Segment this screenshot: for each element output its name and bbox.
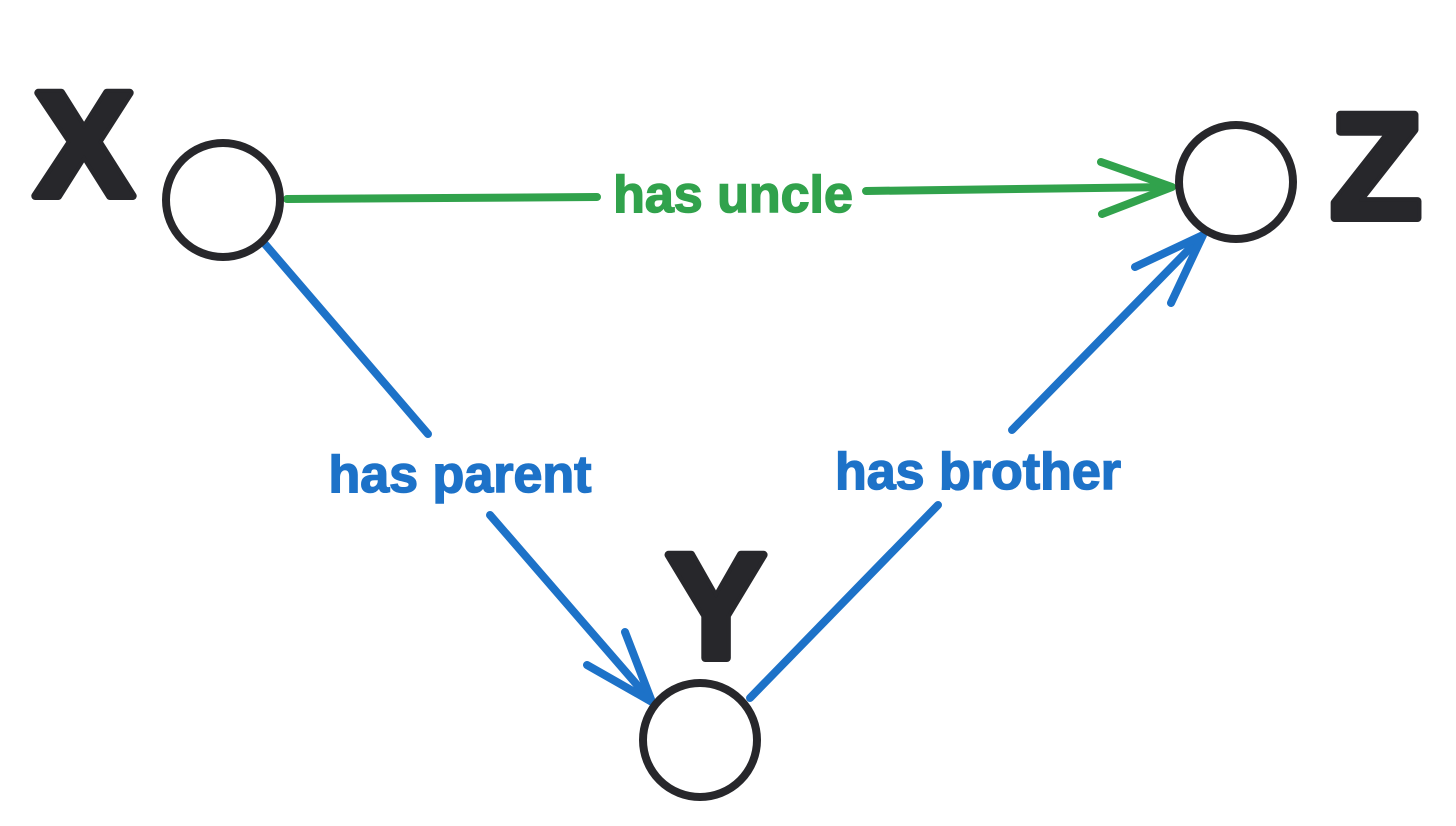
- node-y-label: Y: [666, 522, 766, 690]
- edge-has-brother-line-lower: [746, 501, 942, 702]
- node-z-circle: [1175, 121, 1297, 243]
- edge-label-has-brother: has brother: [835, 443, 1121, 501]
- edge-has-brother-arrowhead-icon: [1131, 231, 1207, 307]
- edge-has-parent-line-upper: [260, 239, 432, 438]
- node-x-circle: [162, 139, 284, 261]
- edge-y-has-brother-z: has brother: [746, 231, 1207, 702]
- edge-x-has-uncle-z: has uncle: [283, 158, 1176, 225]
- node-y-circle: [639, 679, 761, 801]
- node-x: X: [30, 56, 284, 261]
- edge-has-uncle-line-right: [862, 183, 1174, 195]
- edge-has-parent-line-lower: [486, 511, 655, 705]
- node-x-label: X: [34, 60, 134, 228]
- node-z: Z: [1175, 78, 1426, 254]
- edge-has-uncle-line-left: [283, 193, 601, 203]
- edge-has-parent-arrowhead-icon: [583, 628, 656, 706]
- edge-label-has-uncle: has uncle: [613, 166, 853, 224]
- edge-has-brother-line-upper: [1008, 232, 1206, 434]
- edge-x-has-parent-y: has parent: [260, 239, 656, 706]
- edge-label-has-parent: has parent: [329, 446, 592, 504]
- node-z-label: Z: [1330, 82, 1422, 250]
- edge-has-uncle-arrowhead-icon: [1097, 158, 1176, 218]
- node-y: Y: [639, 518, 770, 801]
